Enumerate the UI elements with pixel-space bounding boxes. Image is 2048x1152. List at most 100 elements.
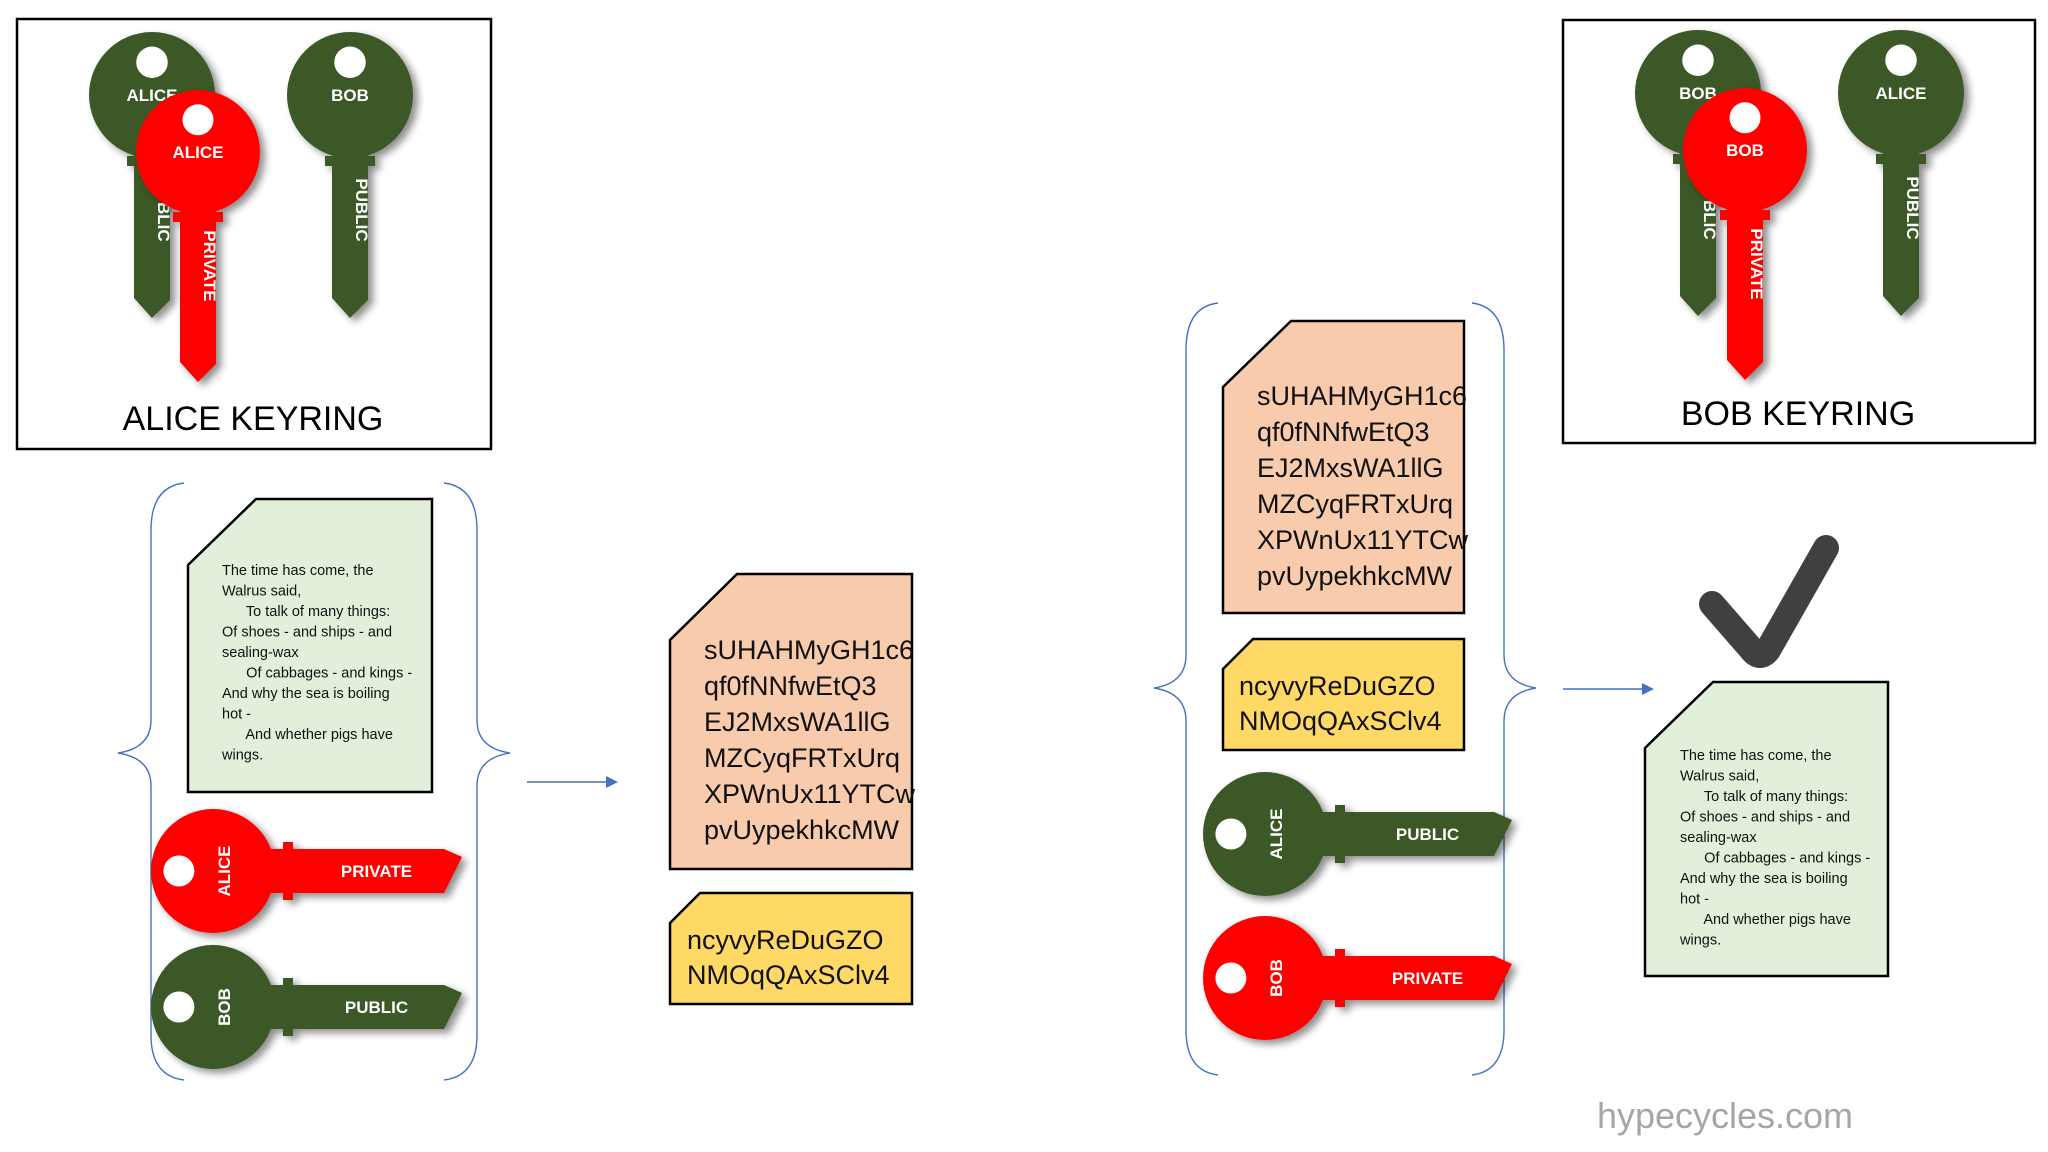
key-head xyxy=(1838,30,1964,156)
key-shaft xyxy=(1319,812,1512,856)
key-shaft xyxy=(267,985,462,1029)
text-line: Walrus said, xyxy=(1680,769,1759,785)
key-head xyxy=(1683,88,1807,212)
key-hole xyxy=(1885,44,1917,76)
left-brace-close xyxy=(443,482,511,1081)
key-bob-public: BOB PUBLIC xyxy=(151,945,462,1069)
text-line: And why the sea is boiling xyxy=(222,686,390,702)
text-line: ncyvyReDuGZO xyxy=(687,925,884,955)
key-hole xyxy=(182,104,214,136)
key-type-label: PUBLIC xyxy=(1396,825,1459,844)
text-line: Of shoes - and ships - and xyxy=(1680,810,1850,826)
key-hole xyxy=(1729,102,1761,134)
key-owner-label: BOB xyxy=(331,86,369,105)
text-line: Of cabbages - and kings - xyxy=(222,666,412,682)
key-hole xyxy=(1215,962,1247,994)
key-head xyxy=(136,90,260,214)
key-shaft xyxy=(1727,204,1763,380)
key-type-label: PRIVATE xyxy=(1747,228,1766,299)
text-line: And why the sea is boiling xyxy=(1680,871,1848,887)
ciphertext-document-shape xyxy=(668,572,914,871)
key-head xyxy=(1203,916,1327,1040)
text-line: The time has come, the xyxy=(1680,748,1832,764)
right-brace-open xyxy=(1153,302,1219,1076)
text-line: And whether pigs have xyxy=(222,727,393,743)
plaintext-document-shape xyxy=(186,497,434,794)
text-line: sealing-wax xyxy=(222,645,299,661)
decrypt-arrow-head xyxy=(1642,683,1654,695)
key-owner-label: ALICE xyxy=(173,143,224,162)
key-collar xyxy=(325,156,375,166)
key-head xyxy=(151,945,275,1069)
key-type-label: PRIVATE xyxy=(341,862,412,881)
text-line: sUHAHMyGH1c6 xyxy=(1257,381,1467,411)
key-collar xyxy=(283,978,293,1036)
text-line: qf0fNNfwEtQ3 xyxy=(704,671,877,701)
left-brace-open xyxy=(117,482,185,1081)
text-line: To talk of many things: xyxy=(222,604,390,620)
text-line: To talk of many things: xyxy=(1680,789,1848,805)
key-collar xyxy=(1720,210,1770,220)
text-line: MZCyqFRTxUrq xyxy=(704,743,900,773)
key-owner-label: BOB xyxy=(215,988,234,1026)
encrypt-arrow-head xyxy=(606,776,618,788)
alice-keyring-title: ALICE KEYRING xyxy=(123,400,384,438)
text-line: XPWnUx11YTCw xyxy=(704,779,916,809)
key-hole xyxy=(163,855,195,887)
key-collar xyxy=(1876,154,1926,164)
key-hole xyxy=(334,46,366,78)
text-line: NMOqQAxSClv4 xyxy=(687,960,890,990)
alice-keyring-frame xyxy=(15,17,493,451)
key-hole xyxy=(1682,44,1714,76)
checkmark-icon xyxy=(1699,535,1839,668)
key-shaft xyxy=(1319,956,1512,1000)
key-shaft xyxy=(267,849,462,893)
text-line: NMOqQAxSClv4 xyxy=(1239,706,1442,736)
bob-keyring-frame xyxy=(1561,18,2037,445)
key-head xyxy=(287,32,413,158)
text-line: wings. xyxy=(1679,933,1721,949)
key-shaft xyxy=(1883,148,1919,316)
ciphertext-document: sUHAHMyGH1c6qf0fNNfwEtQ3EJ2MxsWA1llGMZCy… xyxy=(668,572,916,871)
decrypt-input-group: sUHAHMyGH1c6qf0fNNfwEtQ3EJ2MxsWA1llGMZCy… xyxy=(1153,302,1537,1076)
key-type-label: PRIVATE xyxy=(1392,969,1463,988)
received-ciphertext-shape xyxy=(1221,319,1466,615)
text-line: Of cabbages - and kings - xyxy=(1680,851,1870,867)
signature-lines: ncyvyReDuGZO NMOqQAxSClv4 xyxy=(687,925,890,990)
watermark: hypecycles.com xyxy=(1597,1095,1853,1136)
key-type-label: PUBLIC xyxy=(345,998,408,1017)
key-hole xyxy=(1215,818,1247,850)
key-collar xyxy=(1335,805,1345,863)
text-line: MZCyqFRTxUrq xyxy=(1257,489,1453,519)
text-line: hot - xyxy=(222,707,251,723)
key-collar xyxy=(1335,949,1345,1007)
text-line: The time has come, the xyxy=(222,563,374,579)
signature-document-shape xyxy=(668,891,914,1006)
text-line: Walrus said, xyxy=(222,584,301,600)
key-hole xyxy=(163,991,195,1023)
key-collar xyxy=(283,842,293,900)
text-line: pvUypekhkcMW xyxy=(1257,561,1453,591)
key-collar xyxy=(173,212,223,222)
text-line: sealing-wax xyxy=(1680,830,1757,846)
received-signature-shape xyxy=(1221,637,1466,752)
received-ciphertext-document: sUHAHMyGH1c6qf0fNNfwEtQ3EJ2MxsWA1llGMZCy… xyxy=(1221,319,1469,615)
ciphertext-lines: sUHAHMyGH1c6qf0fNNfwEtQ3EJ2MxsWA1llGMZCy… xyxy=(704,635,916,845)
